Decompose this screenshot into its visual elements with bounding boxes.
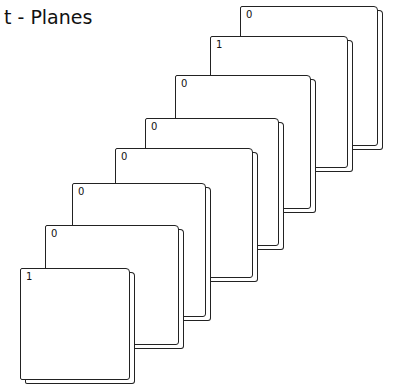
bit-label: 1 (21, 269, 129, 282)
bit-label: 0 (146, 119, 278, 132)
diagram-title: t - Planes (4, 6, 92, 28)
bit-label: 0 (73, 184, 205, 197)
bit-label: 0 (241, 7, 377, 20)
bit-label: 0 (116, 149, 252, 162)
bit-plane: 1 (20, 268, 130, 380)
bit-label: 0 (176, 76, 310, 89)
bit-label: 1 (211, 37, 347, 50)
bit-label: 0 (46, 226, 178, 239)
